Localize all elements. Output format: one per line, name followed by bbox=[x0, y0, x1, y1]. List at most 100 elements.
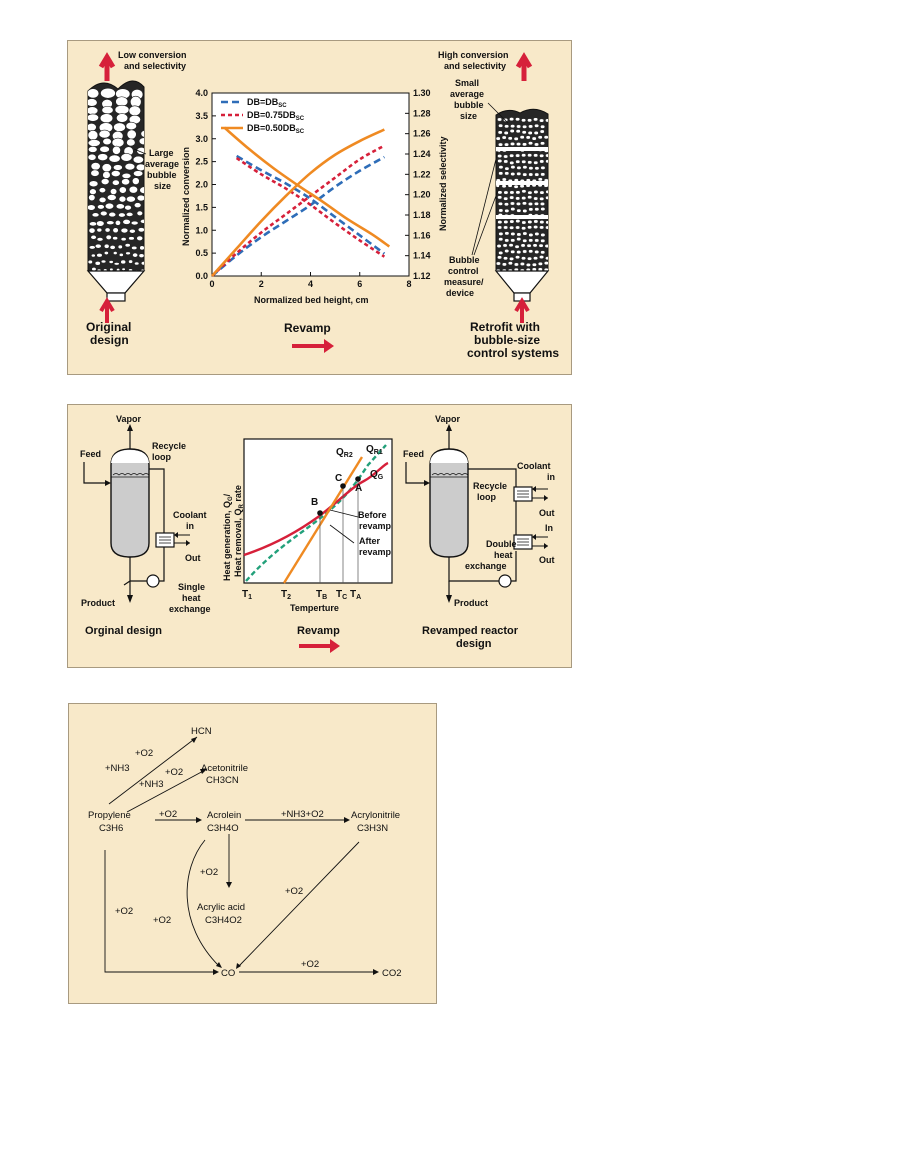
svg-text:control systems: control systems bbox=[467, 346, 559, 360]
bubble-shape bbox=[99, 113, 114, 124]
selectivity-line-2 bbox=[235, 156, 386, 258]
bubble-shape bbox=[527, 256, 533, 261]
bubble-shape bbox=[88, 113, 99, 122]
bubble-shape bbox=[507, 261, 513, 266]
bubble-shape bbox=[539, 153, 545, 158]
small-bubble-label: Small bbox=[455, 78, 479, 88]
svg-text:measure/: measure/ bbox=[444, 277, 484, 287]
bubble-shape bbox=[510, 232, 516, 236]
panel2-svg: Vapor Feed Recycle loop Coolant in Out S… bbox=[80, 414, 555, 653]
bubble-shape bbox=[125, 121, 137, 131]
bubble-shape bbox=[516, 237, 522, 242]
bubble-shape bbox=[503, 256, 509, 261]
svg-text:control: control bbox=[448, 266, 479, 276]
bubble-shape bbox=[102, 137, 112, 146]
bubble-shape bbox=[522, 238, 528, 243]
arrow-up-icon bbox=[98, 52, 116, 81]
svg-text:C: C bbox=[335, 473, 342, 484]
point-b bbox=[317, 510, 323, 516]
bubble-shape bbox=[539, 190, 545, 195]
arrow-up-icon bbox=[515, 52, 533, 81]
bubble-shape bbox=[497, 195, 503, 200]
y-right-tick-label: 1.26 bbox=[413, 129, 431, 139]
bubble-shape bbox=[94, 261, 101, 266]
bubble-shape bbox=[510, 165, 516, 170]
double-hx-label: Double bbox=[486, 539, 517, 549]
bubble-shape bbox=[498, 208, 504, 213]
svg-text:size: size bbox=[460, 111, 477, 121]
y-right-tick-label: 1.18 bbox=[413, 210, 431, 220]
bubble-shape bbox=[509, 160, 515, 165]
bubble-shape bbox=[136, 235, 144, 241]
bubble-shape bbox=[140, 219, 144, 224]
bubble-shape bbox=[533, 190, 539, 194]
bubble-shape bbox=[515, 225, 521, 230]
bubble-shape bbox=[138, 137, 144, 146]
bubble-shape bbox=[533, 225, 539, 230]
bubble-shape bbox=[128, 236, 135, 241]
qr2-curve bbox=[282, 456, 364, 584]
bubble-shape bbox=[534, 172, 540, 177]
conversion-line-2 bbox=[211, 144, 386, 277]
bubble-shape bbox=[105, 234, 112, 240]
bubble-shape bbox=[539, 129, 545, 134]
bubble-shape bbox=[533, 256, 539, 261]
bubble-shape bbox=[136, 194, 144, 202]
bubble-shape bbox=[503, 159, 509, 164]
bubble-shape bbox=[130, 220, 139, 226]
bubble-shape bbox=[502, 243, 508, 248]
product-label-left: Product bbox=[81, 598, 115, 608]
bubble-shape bbox=[88, 227, 96, 234]
svg-text:+NH3: +NH3 bbox=[139, 779, 164, 790]
bubble-shape bbox=[113, 262, 120, 266]
bubble-shape bbox=[539, 220, 545, 225]
bubble-shape bbox=[533, 131, 539, 135]
svg-text:TA: TA bbox=[350, 589, 361, 601]
acrylic-acid-label: Acrylic acid bbox=[197, 902, 245, 913]
svg-text:CH3CN: CH3CN bbox=[206, 775, 239, 786]
panel1-svg: Low conversion and selectivity High conv… bbox=[86, 50, 559, 360]
bubble-shape bbox=[522, 231, 528, 236]
revamp-label: Revamp bbox=[284, 321, 331, 335]
bubble-shape bbox=[139, 186, 144, 194]
bubble-shape bbox=[515, 190, 521, 195]
temperature-axis-label: Temperture bbox=[290, 603, 339, 613]
x-tick-label: 0 bbox=[209, 279, 214, 289]
bubble-shape bbox=[496, 244, 502, 248]
svg-text:Heat removal, QR rate: Heat removal, QR rate bbox=[233, 485, 245, 577]
bubble-shape bbox=[126, 138, 136, 147]
y-right-tick-label: 1.22 bbox=[413, 169, 431, 179]
y-right-tick-label: 1.24 bbox=[413, 149, 431, 159]
svg-text:QG: QG bbox=[370, 469, 384, 481]
bubble-shape bbox=[120, 153, 133, 162]
bubble-shape bbox=[88, 146, 98, 153]
bubble-shape bbox=[109, 245, 116, 250]
bubble-shape bbox=[498, 165, 504, 170]
selectivity-line-1 bbox=[235, 154, 386, 255]
bubble-shape bbox=[497, 117, 503, 122]
bubble-shape bbox=[515, 159, 521, 164]
bubble-shape bbox=[120, 259, 127, 265]
bubble-shape bbox=[543, 261, 548, 266]
bubble-shape bbox=[521, 226, 527, 231]
bubble-shape bbox=[532, 243, 538, 248]
bubble-shape bbox=[497, 255, 503, 260]
bubble-shape bbox=[521, 189, 527, 194]
bubble-shape bbox=[94, 243, 102, 249]
bubble-shape bbox=[533, 117, 539, 122]
bubble-shape bbox=[537, 177, 543, 182]
co-label: CO bbox=[221, 968, 235, 979]
bubble-shape bbox=[540, 207, 546, 211]
bubble-shape bbox=[114, 104, 130, 115]
bubble-shape bbox=[514, 244, 520, 249]
bubble-shape bbox=[528, 166, 534, 171]
svg-text:exchange: exchange bbox=[465, 561, 507, 571]
bubble-shape bbox=[528, 249, 534, 254]
svg-text:average: average bbox=[450, 89, 484, 99]
svg-text:in: in bbox=[186, 521, 194, 531]
bubble-shape bbox=[498, 250, 504, 255]
panel3-svg: HCN +O2 +NH3 Acetonitrile CH3CN +O2 +NH3… bbox=[88, 726, 402, 979]
bubble-shape bbox=[534, 250, 540, 254]
bubble-shape bbox=[91, 212, 100, 218]
bubble-shape bbox=[527, 153, 533, 158]
